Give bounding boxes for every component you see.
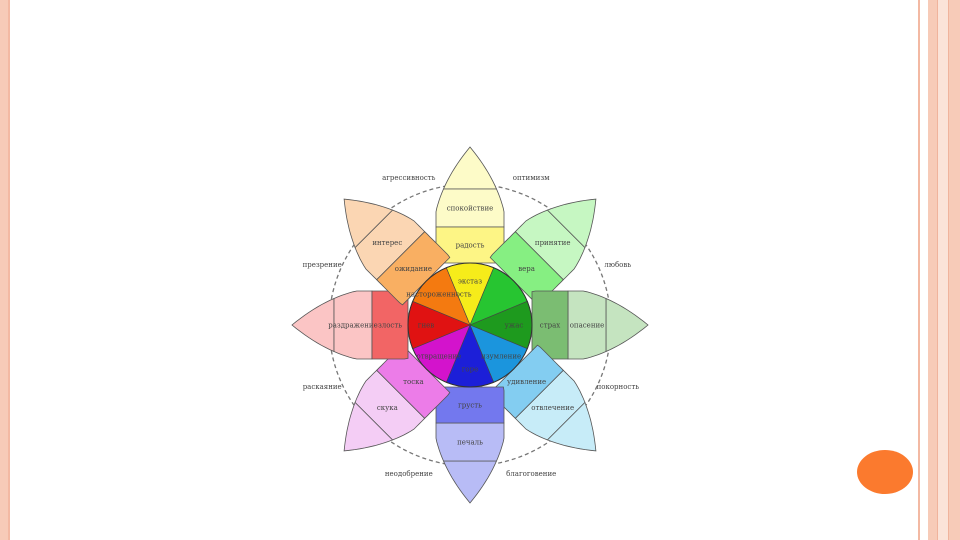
labels-group: спокойствие радость экстаз принятие вера опас… (303, 174, 640, 478)
petal-label-red-2: гнев (418, 322, 434, 330)
petal-yellow (435, 146, 505, 264)
outer-label-3: благоговение (506, 470, 556, 478)
petal-label-pink-1: тоска (403, 378, 424, 386)
left-frame-band (0, 0, 8, 540)
ring-dividers-group (407, 262, 533, 388)
core-ring (407, 262, 533, 388)
petal-pink (343, 344, 451, 452)
petal-blue-light-band (435, 422, 505, 462)
petal-orange-light-band (354, 209, 426, 281)
right-frame-inner-stripe (937, 0, 949, 540)
petal-red (291, 290, 409, 360)
petal-label-pink-0: скука (377, 404, 398, 412)
left-frame-line (8, 0, 10, 540)
petal-label-red-1: злость (378, 322, 402, 330)
petal-blue-outer-band (442, 460, 498, 504)
petal-green-outer-band (605, 297, 649, 353)
petal-lightblue-light-band (514, 369, 586, 441)
petal-pink-outer-band (343, 401, 394, 452)
outer-label-4: неодобрение (385, 470, 433, 478)
petal-label-green-0: опасение (570, 322, 605, 330)
petal-label-yellow-0: спокойствие (447, 205, 494, 213)
petal-label-green-2: ужас (505, 322, 524, 330)
petal-label-orange-0: интерес (372, 239, 402, 247)
petal-label-lightblue-0: отвлечение (531, 404, 574, 412)
petal-label-blue-2: горе (462, 366, 479, 374)
outer-label-2: покорность (597, 383, 640, 391)
petal-lightgreen-light-band (514, 209, 586, 281)
outer-label-6: презрение (303, 261, 342, 269)
petal-orange (343, 198, 451, 306)
petal-orange-middle-band (376, 231, 451, 306)
petal-label-blue-0: печаль (457, 439, 483, 447)
petal-red-light-band (333, 290, 373, 360)
petal-red-outer-band (291, 297, 335, 353)
outer-label-5: раскаяние (303, 383, 342, 391)
petal-lightgreen-outer-band (546, 198, 597, 249)
petal-pink-light-band (354, 369, 426, 441)
outer-label-0: оптимизм (513, 174, 550, 182)
slide-nav-dot[interactable] (857, 450, 913, 494)
petal-label-lightblue-2: изумление (481, 353, 521, 361)
petal-yellow-outer-band (442, 146, 498, 190)
petal-yellow-light-band (435, 188, 505, 228)
right-frame-band (928, 0, 960, 540)
petal-lightblue (489, 344, 597, 452)
petal-lightgreen (489, 198, 597, 306)
petal-label-yellow-2: экстаз (458, 278, 482, 286)
petals-group (291, 146, 649, 504)
petal-label-red-0: раздражение (328, 322, 378, 330)
petal-label-orange-2: настороженность (406, 290, 471, 298)
petal-label-orange-1: ожидание (395, 265, 432, 273)
petal-orange-outer-band (343, 198, 394, 249)
petal-label-green-1: страх (540, 322, 560, 330)
petal-label-yellow-1: радость (456, 242, 485, 250)
petal-label-lightgreen-0: принятие (535, 239, 571, 247)
petal-label-pink-2: отвращение (416, 353, 461, 361)
petal-green (531, 290, 649, 360)
petal-label-lightblue-1: удивление (507, 378, 546, 386)
petal-label-lightgreen-1: вера (518, 265, 535, 273)
petal-green-light-band (567, 290, 607, 360)
right-frame-line (918, 0, 920, 540)
outer-label-1: любовь (604, 261, 631, 269)
outer-label-7: агрессивность (382, 174, 436, 182)
petal-blue (435, 386, 505, 504)
petal-lightblue-outer-band (546, 401, 597, 452)
emotion-wheel-diagram: спокойствие радость экстаз принятие вера опас… (291, 146, 649, 504)
petal-label-blue-1: грусть (458, 402, 482, 410)
